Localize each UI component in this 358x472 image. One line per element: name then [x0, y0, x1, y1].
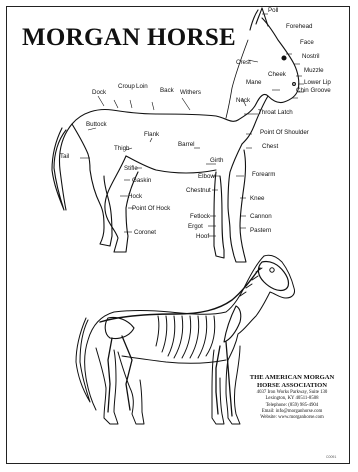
label-pointers: [80, 14, 304, 236]
label-buttock: Buttock: [86, 121, 108, 128]
label-pastern: Pastern: [250, 227, 272, 234]
association-info: THE AMERICAN MORGAN HORSE ASSOCIATION 40…: [238, 374, 346, 421]
label-lower-lip: Lower Lip: [304, 79, 331, 86]
label-point-of-shoulder: Point Of Shoulder: [260, 129, 309, 136]
label-withers: Withers: [180, 89, 201, 96]
label-dock: Dock: [92, 89, 107, 96]
label-back: Back: [160, 87, 175, 94]
label-forehead: Forehead: [286, 23, 313, 30]
association-name-line1: THE AMERICAN MORGAN: [238, 374, 346, 382]
label-hock: Hock: [128, 193, 143, 200]
label-girth: Girth: [210, 157, 224, 164]
label-chestnut: Chestnut: [186, 187, 211, 194]
label-nostril: Nostril: [302, 53, 320, 60]
print-code: C0091: [326, 455, 336, 459]
label-forearm: Forearm: [252, 171, 275, 178]
label-loin: Loin: [136, 83, 148, 90]
label-fetlock: Fetlock: [190, 213, 211, 220]
ribcage: [156, 316, 215, 358]
label-flank: Flank: [144, 131, 160, 138]
association-name-line2: HORSE ASSOCIATION: [238, 382, 346, 390]
label-coronet: Coronet: [134, 229, 156, 236]
label-cheek: Cheek: [268, 71, 287, 78]
label-tail: Tail: [60, 153, 69, 160]
label-point-of-hock: Point Of Hock: [132, 205, 171, 212]
label-muzzle: Muzzle: [304, 67, 324, 74]
label-neck: Neck: [236, 97, 251, 104]
label-barrel: Barrel: [178, 141, 195, 148]
association-website: Website: www.morganhorse.com: [238, 415, 346, 421]
label-face: Face: [300, 39, 314, 46]
label-elbow: Elbow: [198, 173, 215, 180]
label-crest: Crest: [236, 59, 251, 66]
label-throat-latch: Throat Latch: [258, 109, 293, 116]
label-stifle: Stifle: [124, 165, 138, 172]
label-mane: Mane: [246, 79, 262, 86]
label-knee: Knee: [250, 195, 265, 202]
label-gaskin: Gaskin: [132, 177, 152, 184]
label-poll: Poll: [268, 7, 278, 14]
label-chin-groove: Chin Groove: [296, 87, 331, 94]
label-chest: Chest: [262, 143, 278, 150]
label-hoof: Hoof: [196, 233, 209, 240]
label-thigh: Thigh: [114, 145, 130, 152]
label-ergot: Ergot: [188, 223, 203, 230]
label-cannon: Cannon: [250, 213, 272, 220]
label-croup: Croup: [118, 83, 135, 90]
